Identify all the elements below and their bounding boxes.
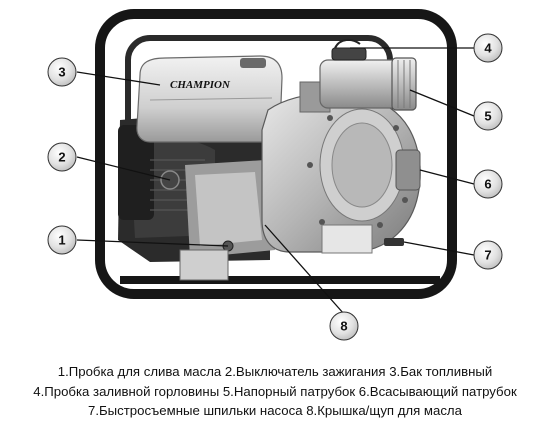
leader-8 (264, 224, 345, 315)
leader-5 (409, 89, 475, 117)
pump-housing (179, 92, 421, 281)
legend-line-3: 7.Быстросъемные шпильки насоса 8.Крышка/… (88, 403, 462, 418)
callout-6: 6 (473, 169, 503, 199)
leader-3 (76, 71, 161, 86)
svg-text:5: 5 (484, 109, 491, 124)
leader-7 (403, 241, 475, 256)
callout-4: 4 (473, 33, 503, 63)
legend-line-2: 4.Пробка заливной горловины 5.Напорный п… (33, 384, 517, 399)
svg-text:2: 2 (58, 150, 65, 165)
svg-text:8: 8 (340, 319, 347, 334)
discharge-pipe (299, 38, 417, 113)
pump-foot (321, 224, 373, 254)
engine-block (118, 110, 275, 262)
leader-2 (76, 156, 171, 181)
leader-1 (76, 239, 229, 247)
svg-text:7: 7 (484, 248, 491, 263)
callout-1: 1 (47, 225, 77, 255)
brand-logo: CHAMPION (170, 79, 231, 91)
frame-front (95, 9, 457, 299)
callout-2: 2 (47, 142, 77, 172)
svg-text:6: 6 (484, 177, 491, 192)
callout-8: 8 (329, 311, 359, 341)
callout-3: 3 (47, 57, 77, 87)
leader-6 (419, 169, 475, 185)
leader-lines (76, 47, 475, 315)
suction-port (395, 149, 421, 191)
recoil-starter (118, 125, 154, 220)
priming-cap (331, 47, 367, 61)
svg-text:3: 3 (58, 65, 65, 80)
callout-7: 7 (473, 240, 503, 270)
callout-5: 5 (473, 101, 503, 131)
svg-text:1: 1 (58, 233, 65, 248)
fuel-tank: CHAMPION (136, 55, 283, 143)
svg-text:4: 4 (484, 41, 492, 56)
quick-pin (384, 238, 404, 246)
legend-line-1: 1.Пробка для слива масла 2.Выключатель з… (57, 364, 493, 379)
